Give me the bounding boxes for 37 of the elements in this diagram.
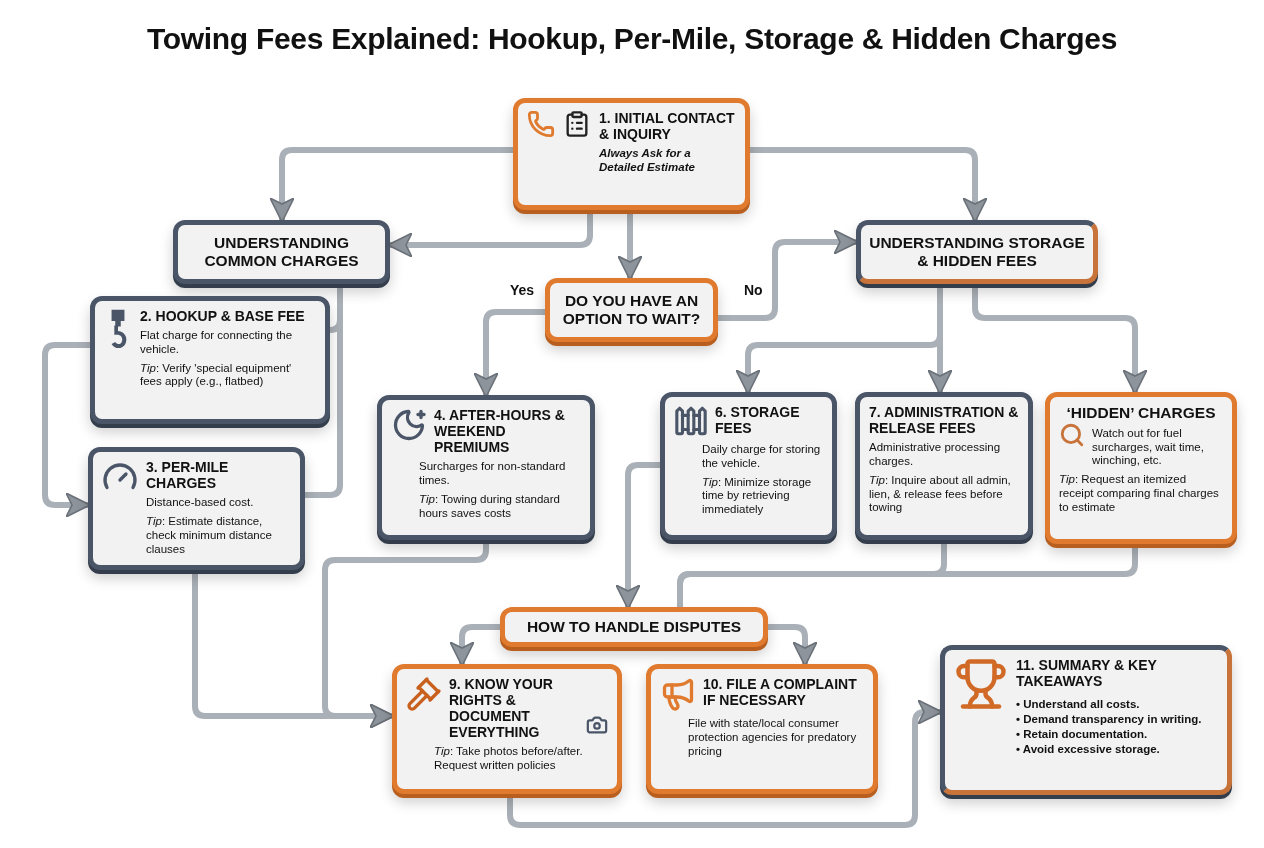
takeaway-item: • Avoid excessive storage. bbox=[1016, 742, 1161, 757]
box-heading: HOW TO HANDLE DISPUTES bbox=[526, 618, 742, 636]
box-text: Tip: Towing during standard hours saves costs bbox=[418, 492, 561, 521]
box-text: Tip: Verify 'special equipment' fees apply (e.g., flatbed) bbox=[140, 361, 293, 390]
box-heading: 1. INITIAL CONTACT & INQUIRY bbox=[599, 110, 736, 143]
box-heading: 11. SUMMARY & KEY TAKEAWAYS bbox=[1016, 657, 1158, 690]
box-text: Distance-based cost. bbox=[146, 496, 255, 510]
box-text: Tip: Request an itemized receipt comparing final charges to estimate bbox=[1059, 473, 1220, 515]
box-heading: 2. HOOKUP & BASE FEE bbox=[140, 308, 306, 325]
box-text: Surcharges for non-standard times. bbox=[418, 460, 567, 488]
box-text: Administrative processing charges. bbox=[869, 441, 1002, 469]
arrow bbox=[42, 342, 91, 518]
box-text: Flat charge for connecting the vehicle. bbox=[140, 329, 294, 357]
box-heading: 10. FILE A COMPLAINT IF NECESSARY bbox=[703, 676, 858, 709]
box-text: Watch out for fuel surcharges, wait time, winching, etc. bbox=[1092, 426, 1205, 469]
box-heading: 4. AFTER-HOURS & WEEKEND PREMIUMS bbox=[434, 407, 566, 456]
box-text: Tip: Minimize storage time by retrieving immediately bbox=[701, 475, 813, 517]
box-text: Daily charge for storing the vehicle. bbox=[701, 443, 822, 471]
box-heading: 3. PER-MILE CHARGES bbox=[146, 459, 230, 492]
box-heading: 6. STORAGE FEES bbox=[715, 404, 801, 437]
box-heading: DO YOU HAVE AN OPTION TO WAIT? bbox=[561, 292, 702, 328]
box-text: Tip: Take photos before/after. Request written policies bbox=[433, 745, 584, 773]
edge-label: Yes bbox=[508, 282, 537, 298]
edge-label: No bbox=[742, 282, 765, 298]
box-text: File with state/local consumer protection agencies for predatory pricing bbox=[687, 717, 858, 759]
box-text: Tip: Inquire about all admin, lien, & release fees before towing bbox=[869, 473, 1012, 516]
takeaway-item: • Retain documentation. bbox=[1016, 727, 1149, 742]
takeaway-item: • Demand transparency in writing. bbox=[1016, 712, 1203, 728]
box-heading: UNDERSTANDING COMMON CHARGES bbox=[203, 234, 360, 270]
box-subtitle: Always Ask for a Detailed Estimate bbox=[599, 147, 696, 175]
box-heading: ‘HIDDEN’ CHARGES bbox=[1065, 404, 1217, 422]
box-heading: UNDERSTANDING STORAGE & HIDDEN FEES bbox=[869, 234, 1085, 270]
diagram-title: Towing Fees Explained: Hookup, Per-Mile, Storage & Hidden Charges bbox=[145, 22, 1119, 56]
box-heading: 7. ADMINISTRATION & RELEASE FEES bbox=[869, 404, 1019, 437]
box-heading: 9. KNOW YOUR RIGHTS & DOCUMENT EVERYTHING bbox=[449, 676, 554, 741]
box-text: Tip: Estimate distance, check minimum distance clauses bbox=[146, 515, 273, 557]
takeaway-item: • Understand all costs. bbox=[1016, 697, 1141, 713]
